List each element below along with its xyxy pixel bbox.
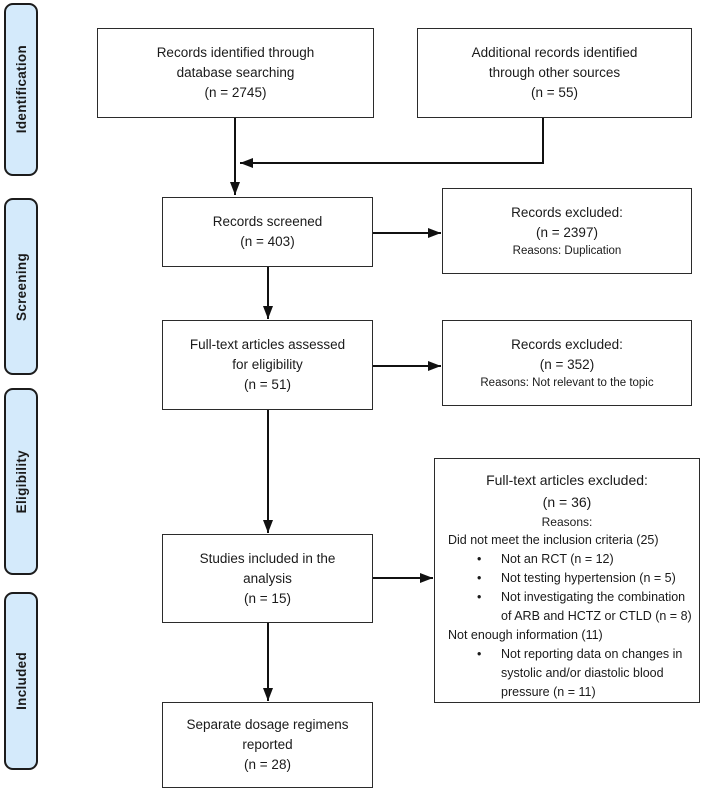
text-line: (n = 28) <box>244 757 291 772</box>
reason-line: Reasons: Duplication <box>512 244 622 257</box>
text-line: for eligibility <box>232 357 303 372</box>
text-line: Records excluded: <box>511 336 623 352</box>
list-item-text: Not investigating the combination of ARB… <box>501 590 692 623</box>
text-line: Studies included in the <box>199 550 336 566</box>
stage-included: Included <box>4 592 38 770</box>
text-line: analysis <box>243 570 292 586</box>
list-item: • Not an RCT (n = 12) <box>435 550 699 569</box>
stage-identification-label: Identification <box>13 45 29 134</box>
bullet-icon: • <box>477 590 482 604</box>
text-line: Full-text articles assessed <box>189 337 346 352</box>
exclusion-list: • Not an RCT (n = 12) • Not testing hype… <box>435 550 699 626</box>
text-line: Separate dosage regimens <box>186 717 349 732</box>
text-line: Additional records identified <box>471 45 638 60</box>
text-line: reported <box>242 737 293 752</box>
list-item: • Not testing hypertension (n = 5) <box>435 569 699 588</box>
text-line: Records identified through <box>156 45 315 60</box>
list-item: • Not reporting data on changes in systo… <box>435 645 699 702</box>
text-line: (n = 51) <box>244 377 291 392</box>
studies-included-box: Studies included in the analysis (n = 15… <box>162 534 373 623</box>
fulltext-excluded-box: Full-text articles excluded: (n = 36) Re… <box>434 458 700 703</box>
bullet-icon: • <box>477 552 482 566</box>
stage-included-label: Included <box>13 652 29 710</box>
list-item: • Not investigating the combination of A… <box>435 588 699 626</box>
reasons-label: Reasons: <box>541 515 593 529</box>
text-line: database searching <box>176 65 295 80</box>
text-line: Records screened <box>212 214 323 229</box>
stage-screening: Screening <box>4 198 38 375</box>
exclusion-group-label: Not enough information (11) <box>448 628 603 642</box>
stage-identification: Identification <box>4 3 38 176</box>
list-item-text: Not an RCT (n = 12) <box>501 552 614 566</box>
stage-eligibility-label: Eligibility <box>13 449 29 514</box>
records-identified-box: Records identified through database sear… <box>97 28 374 118</box>
text-line: (n = 36) <box>542 494 592 510</box>
records-screened-box: Records screened (n = 403) <box>162 197 373 267</box>
text-line: (n = 15) <box>244 590 291 606</box>
exclusion-list: • Not reporting data on changes in systo… <box>435 645 699 702</box>
text-line: through other sources <box>488 65 621 80</box>
text-line: (n = 352) <box>539 356 595 372</box>
text-line: (n = 2397) <box>536 224 598 240</box>
text-line: Full-text articles excluded: <box>486 472 648 488</box>
additional-records-box: Additional records identified through ot… <box>417 28 692 118</box>
arrow-additional-to-main-flow <box>240 117 544 168</box>
list-item-text: Not testing hypertension (n = 5) <box>501 571 676 585</box>
text-line: (n = 2745) <box>204 85 267 100</box>
reason-line: Reasons: Not relevant to the topic <box>480 376 654 389</box>
text-line: (n = 55) <box>531 85 578 100</box>
bullet-icon: • <box>477 647 482 661</box>
records-excluded-duplication-box: Records excluded: (n = 2397) Reasons: Du… <box>442 188 692 274</box>
records-excluded-not-relevant-box: Records excluded: (n = 352) Reasons: Not… <box>442 320 692 406</box>
list-item-text: Not reporting data on changes in systoli… <box>501 647 683 699</box>
stage-eligibility: Eligibility <box>4 388 38 575</box>
bullet-icon: • <box>477 571 482 585</box>
separate-dosage-box: Separate dosage regimens reported (n = 2… <box>162 702 373 788</box>
text-line: (n = 403) <box>240 234 295 249</box>
fulltext-assessed-box: Full-text articles assessed for eligibil… <box>162 320 373 410</box>
text-line: Records excluded: <box>511 204 623 220</box>
exclusion-group-label: Did not meet the inclusion criteria (25) <box>448 533 659 547</box>
stage-screening-label: Screening <box>13 252 29 321</box>
